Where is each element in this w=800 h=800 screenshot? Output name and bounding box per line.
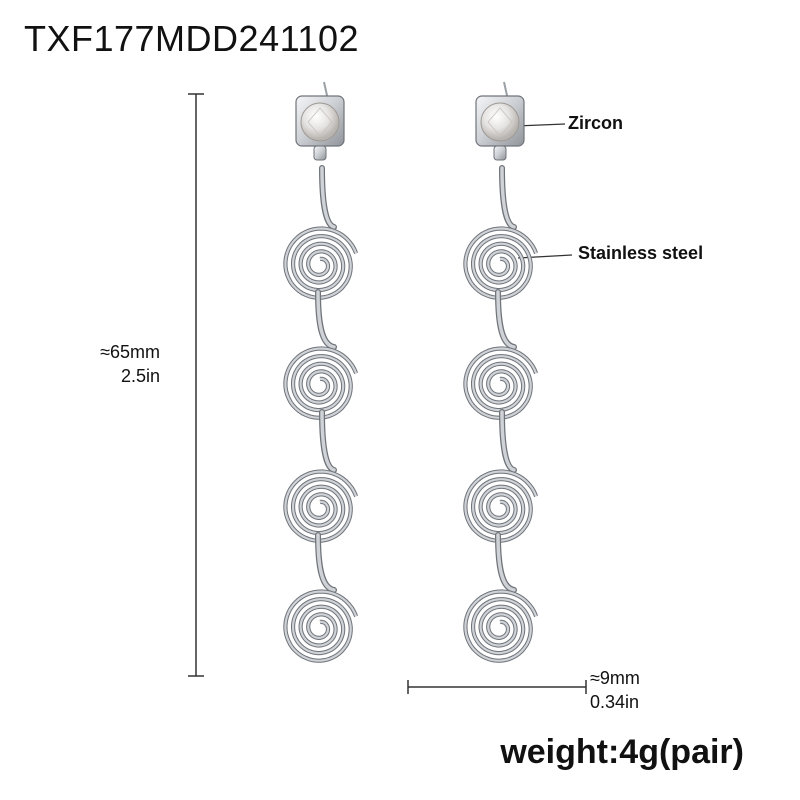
height-dimension-line bbox=[188, 93, 204, 677]
width-mm: ≈9mm bbox=[590, 668, 640, 688]
height-in: 2.5in bbox=[120, 366, 160, 386]
height-mm: ≈65mm bbox=[100, 342, 160, 362]
left-earring bbox=[283, 81, 359, 663]
width-dimension-line bbox=[407, 680, 587, 694]
stainless-steel-label: Stainless steel bbox=[578, 243, 704, 263]
right-earring bbox=[463, 81, 539, 663]
width-in: 0.34in bbox=[590, 692, 640, 712]
height-dimension-text: ≈65mm 2.5in bbox=[48, 340, 160, 388]
width-dimension-text: ≈9mm 0.34in bbox=[590, 666, 684, 714]
steel-callout-line bbox=[517, 254, 573, 259]
zircon-label: Zircon bbox=[568, 113, 624, 133]
product-code: TXF177MDD241102 bbox=[24, 18, 359, 59]
weight-text: weight:4g(pair) bbox=[500, 733, 744, 771]
